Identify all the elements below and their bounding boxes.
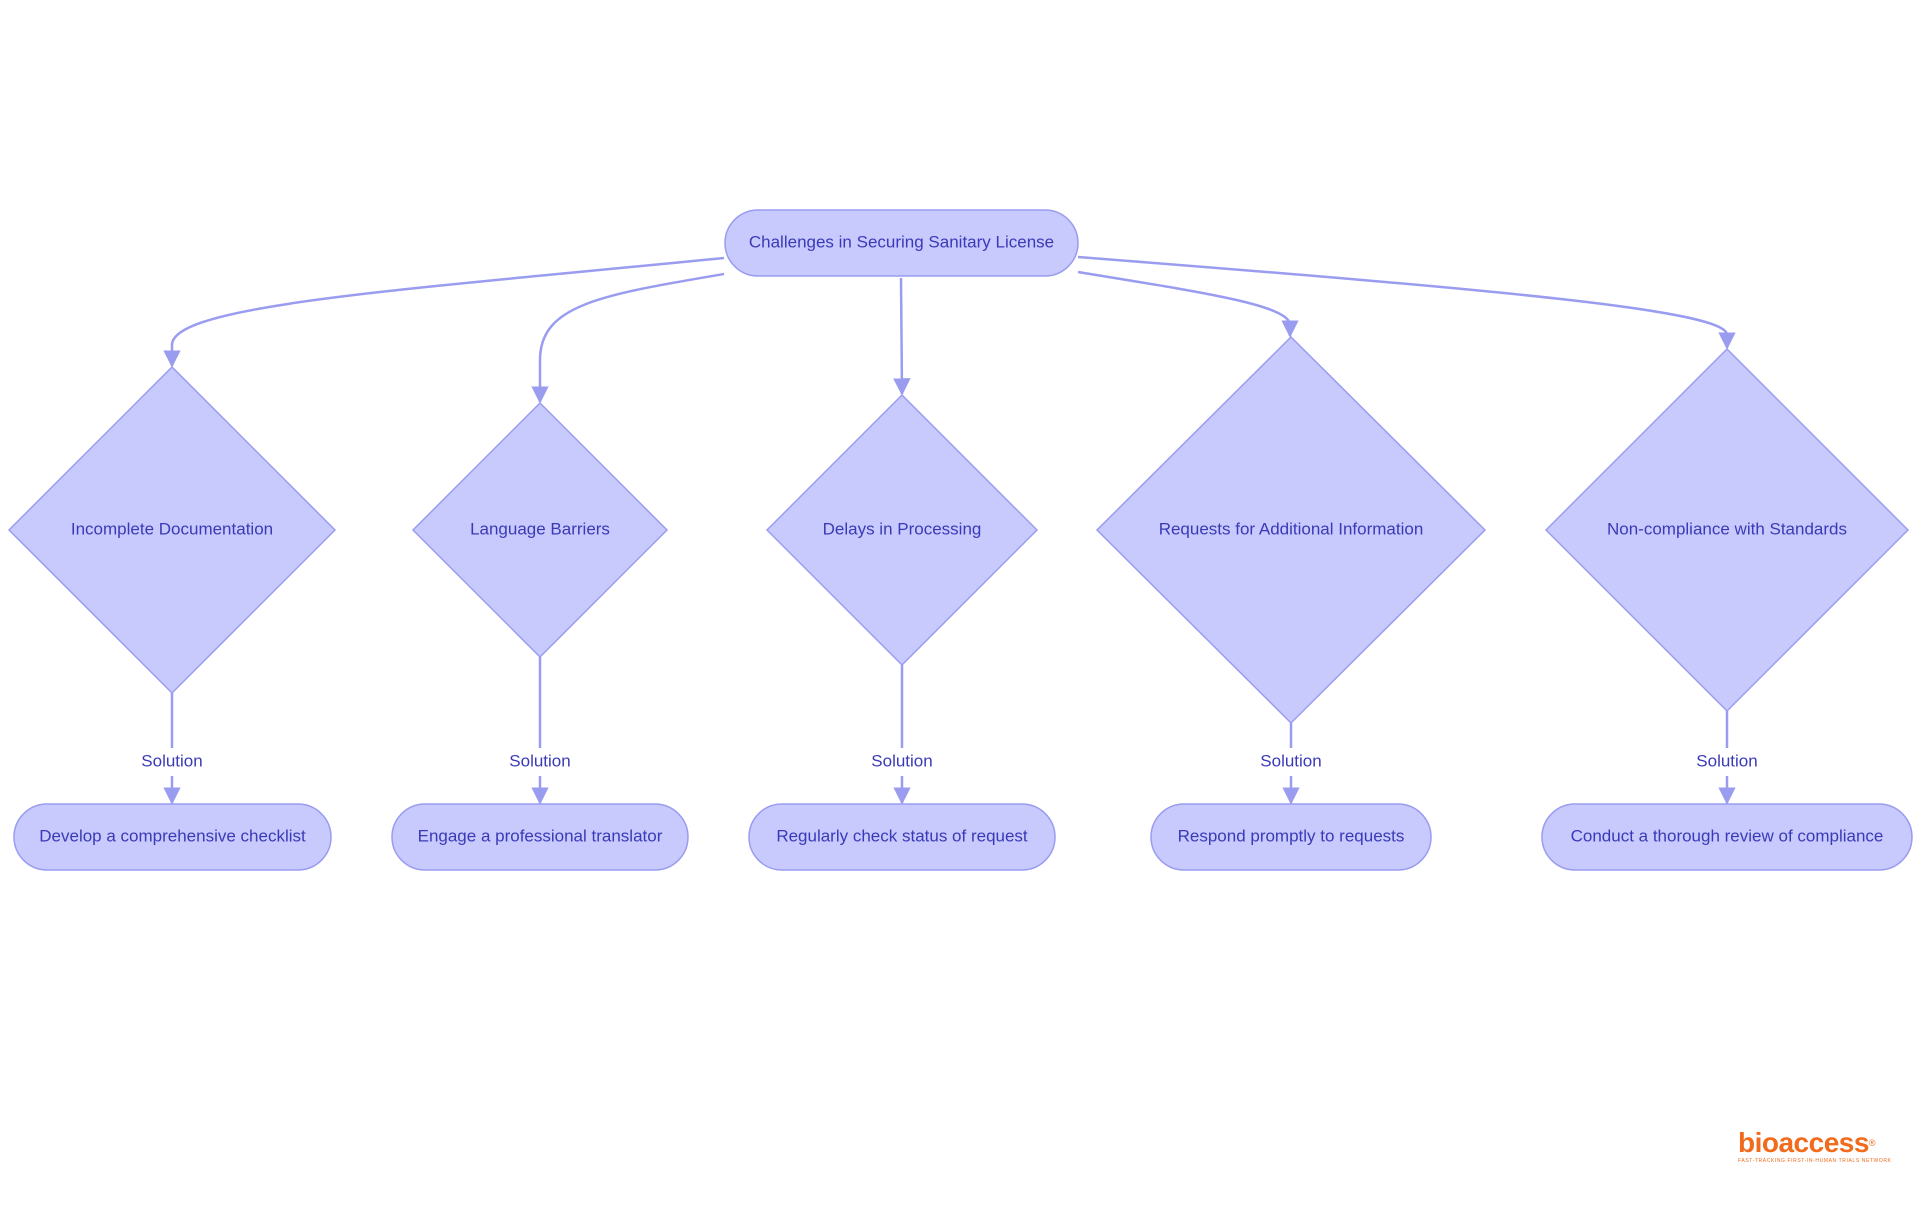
logo-wordmark: bioaccess® (1738, 1128, 1878, 1158)
solution-node-2 (391, 803, 689, 871)
challenge-label-1: Incomplete Documentation (71, 519, 273, 538)
edge-label-bg-1 (137, 748, 207, 776)
branch-5: Non-compliance with Standards Solution C… (1541, 347, 1913, 871)
root-edges (163, 255, 1736, 404)
solution-node-3 (748, 803, 1056, 871)
root-node-label: Challenges in Securing Sanitary License (749, 232, 1054, 251)
edge-root-to-challenge-3 (893, 277, 911, 396)
root-node: Challenges in Securing Sanitary License (724, 209, 1079, 277)
branch-2: Language Barriers Solution Engage a prof… (391, 401, 689, 871)
solution-label-5: Conduct a thorough review of compliance (1571, 826, 1884, 845)
solution-label-3: Regularly check status of request (776, 826, 1028, 845)
challenge-label-2: Language Barriers (470, 519, 610, 538)
bioaccess-logo: bioaccess® FAST-TRACKING FIRST-IN-HUMAN … (1738, 1128, 1892, 1168)
solution-node-4 (1150, 803, 1432, 871)
edge-label-bg-2 (505, 748, 575, 776)
solution-label-4: Respond promptly to requests (1178, 826, 1405, 845)
solution-node-5 (1541, 803, 1913, 871)
branch-1: Incomplete Documentation Solution Develo… (7, 365, 337, 871)
solution-label-1: Develop a comprehensive checklist (39, 826, 306, 845)
edge-label-bg-3 (867, 748, 937, 776)
edge-root-to-challenge-4 (1077, 270, 1299, 338)
edge-root-to-challenge-2 (531, 272, 725, 404)
logo-tagline: FAST-TRACKING FIRST-IN-HUMAN TRIALS NETW… (1738, 1158, 1892, 1164)
branch-4: Requests for Additional Information Solu… (1095, 335, 1487, 871)
edge-label-2: Solution (509, 751, 570, 770)
edge-label-5: Solution (1696, 751, 1757, 770)
edge-root-to-challenge-1 (163, 256, 725, 368)
edge-label-4: Solution (1260, 751, 1321, 770)
logo-registered-mark: ® (1868, 1138, 1876, 1148)
edge-root-to-challenge-5 (1077, 255, 1736, 350)
branch-3: Delays in Processing Solution Regularly … (748, 393, 1056, 871)
solution-label-2: Engage a professional translator (418, 826, 663, 845)
challenge-label-4: Requests for Additional Information (1159, 519, 1424, 538)
edge-label-1: Solution (141, 751, 202, 770)
root-node-shape (724, 209, 1079, 277)
edge-label-bg-5 (1692, 748, 1762, 776)
challenge-label-3: Delays in Processing (823, 519, 982, 538)
edge-label-3: Solution (871, 751, 932, 770)
solution-node-1 (13, 803, 332, 871)
logo-brand: bioaccess (1738, 1127, 1869, 1158)
challenge-label-5: Non-compliance with Standards (1607, 519, 1847, 538)
edge-label-bg-4 (1256, 748, 1326, 776)
